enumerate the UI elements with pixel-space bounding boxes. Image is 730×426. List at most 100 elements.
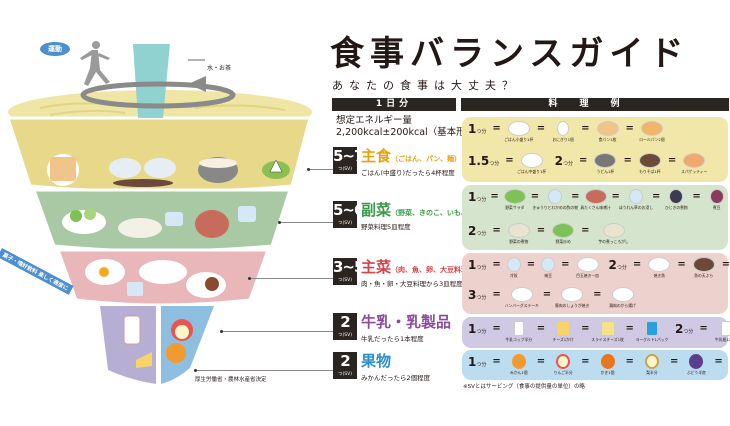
group-title: 副菜 [361, 201, 392, 219]
food-item: ほうれん草のお浸し [619, 189, 653, 210]
daily-header: 1日分 [332, 98, 456, 111]
energy-label: 想定エネルギー量 [336, 115, 413, 126]
portion-qty: 2つ分 [554, 154, 574, 168]
serving-count-box: 2 つ(SV) [333, 352, 357, 379]
onigiri-icon [557, 121, 570, 136]
examples-panel-shushoku: 1つ分 = ごはん小盛り1杯 = おにぎり1個 = 食パン1枚 = ロールパン2… [462, 117, 728, 182]
food-item: スパゲッティー [680, 153, 708, 174]
udon-icon [594, 153, 617, 168]
group-name: 牛乳・乳製品 [361, 313, 451, 332]
serving-unit: つ(SV) [338, 278, 352, 283]
apple-icon [556, 354, 571, 369]
sliced-cheese-icon [600, 321, 615, 336]
food-item: 冷奴 [505, 257, 523, 278]
example-row: 1.5つ分 = ごはん中盛り1杯 2つ分 = うどん1杯 = もりそば1杯 = … [468, 153, 708, 174]
group-note: ごはん(中盛り)だったら4杯程度 [361, 169, 455, 177]
persimmon-icon [600, 354, 615, 369]
cheese-icon [556, 321, 571, 336]
portion-qty: 1.5つ分 [468, 154, 500, 168]
boiled-beans-icon [709, 189, 724, 204]
food-item: ロールパン2個 [638, 121, 666, 142]
food-item: 鶏肉のから揚げ [606, 287, 640, 308]
food-item: チーズ1かけ [549, 321, 577, 342]
pear-icon [644, 354, 659, 369]
leader-line [220, 330, 333, 333]
mandarin-icon [511, 354, 526, 369]
group-title: 牛乳・乳製品 [361, 313, 452, 331]
food-item: きゅうりとわかめの酢の物 [532, 189, 578, 210]
serving-count-box: 3~5 つ(SV) [333, 258, 364, 285]
taro-icon [602, 223, 625, 238]
serving-count: 5~7 [333, 147, 364, 165]
portion-qty: 1つ分 [468, 258, 487, 272]
food-item: ごはん小盛り1杯 [504, 121, 533, 142]
food-item: 納豆 [539, 257, 557, 278]
rice-bowl-icon [520, 153, 543, 168]
group-title: 主菜 [361, 258, 392, 276]
runner-icon [80, 41, 110, 86]
stir-fry-icon [552, 223, 575, 238]
example-row: 1つ分 = 冷奴 = 納豆 = 目玉焼き一皿 2つ分 = 焼き魚 = 魚の天ぷら… [468, 257, 730, 278]
group-note: 牛乳だったら1本程度 [361, 335, 424, 343]
natto-icon [541, 257, 556, 272]
ohitashi-icon [628, 189, 643, 204]
food-item: 豚肉のしょうが焼き [555, 287, 589, 308]
food-item: ひじきの煮物 [662, 189, 690, 210]
examples-panel-fruit: 1つ分 = みかん1個 = りんご半分 = かき1個 = 梨半分 = ぶどう半房… [462, 350, 728, 380]
example-row: 1つ分 = みかん1個 = りんご半分 = かき1個 = 梨半分 = ぶどう半房… [468, 354, 730, 375]
vinegared-dish-icon [548, 189, 563, 204]
serving-count: 3~5 [333, 258, 364, 276]
food-item: みかん1個 [505, 354, 533, 375]
example-row: 1つ分 = 野菜サラダ = きゅうりとわかめの酢の物 = 具たくさん味噌汁 = … [468, 189, 730, 210]
group-title: 果物 [361, 352, 392, 370]
food-item: うどん1杯 [591, 153, 619, 174]
food-item: スライスチーズ1枚 [591, 321, 624, 342]
exercise-label: 運動 [40, 42, 70, 56]
serving-count: 5~6 [333, 201, 364, 219]
example-row: 1つ分 = 牛乳コップ半分 = チーズ1かけ = スライスチーズ1枚 = ヨーグ… [468, 321, 730, 342]
roll-bread-icon [640, 121, 663, 136]
food-item: かき1個 [594, 354, 622, 375]
yogurt-icon [645, 321, 658, 336]
leader-line [248, 277, 333, 280]
food-item: 食パン1枚 [594, 121, 622, 142]
footnote: ※SVとはサービング（食事の提供量の単位）の略 [463, 384, 585, 390]
hijiki-icon [669, 189, 684, 204]
food-item: りんご半分 [549, 354, 577, 375]
group-name: 主菜（肉、魚、卵、大豆料理） [361, 258, 475, 280]
portion-qty: 1つ分 [468, 122, 487, 136]
group-name: 主食（ごはん、パン、麺） [361, 147, 461, 169]
food-item: 野菜の煮物 [505, 223, 533, 244]
serving-unit: つ(SV) [338, 372, 352, 377]
water-tea-label: 水・お茶 [207, 65, 232, 72]
credit-text: 厚生労働省・農林水産省決定 [195, 377, 267, 383]
food-item: もりそば1杯 [636, 153, 664, 174]
spin-arrow [80, 81, 236, 109]
leader-line [307, 168, 333, 171]
spinning-top-illustration [5, 41, 312, 384]
simmered-vegetables-icon [507, 223, 530, 238]
portion-qty: 2つ分 [674, 322, 694, 336]
portion-qty: 1つ分 [468, 322, 487, 336]
bread-icon [596, 121, 619, 136]
food-item: ハンバーグステーキ [505, 287, 539, 308]
leader-line [278, 221, 333, 224]
group-title: 主食 [361, 147, 392, 165]
food-item: ヨーグルト1パック [636, 321, 668, 342]
portion-qty: 1つ分 [468, 190, 487, 204]
group-detail: （肉、魚、卵、大豆料理） [391, 266, 476, 274]
portion-qty: 3つ分 [468, 288, 487, 302]
portion-qty: 2つ分 [608, 258, 627, 272]
food-item: ごはん中盛り1杯 [517, 153, 546, 174]
rice-bowl-icon [507, 121, 530, 136]
serving-unit: つ(SV) [338, 221, 352, 226]
serving-count-box: 5~7 つ(SV) [333, 147, 364, 174]
energy-info: 想定エネルギー量 2,200kcal±200kcal（基本形） [336, 115, 475, 139]
leader-line [194, 369, 333, 372]
food-item: おにぎり1個 [549, 121, 577, 142]
examples-panel-fukusai: 1つ分 = 野菜サラダ = きゅうりとわかめの酢の物 = 具たくさん味噌汁 = … [462, 185, 728, 250]
food-item: 具たくさん味噌汁 [580, 189, 611, 210]
group-note: みかんだったら2個程度 [361, 374, 431, 382]
group-detail: （野菜、きのこ、いも、海藻料理） [391, 209, 503, 217]
